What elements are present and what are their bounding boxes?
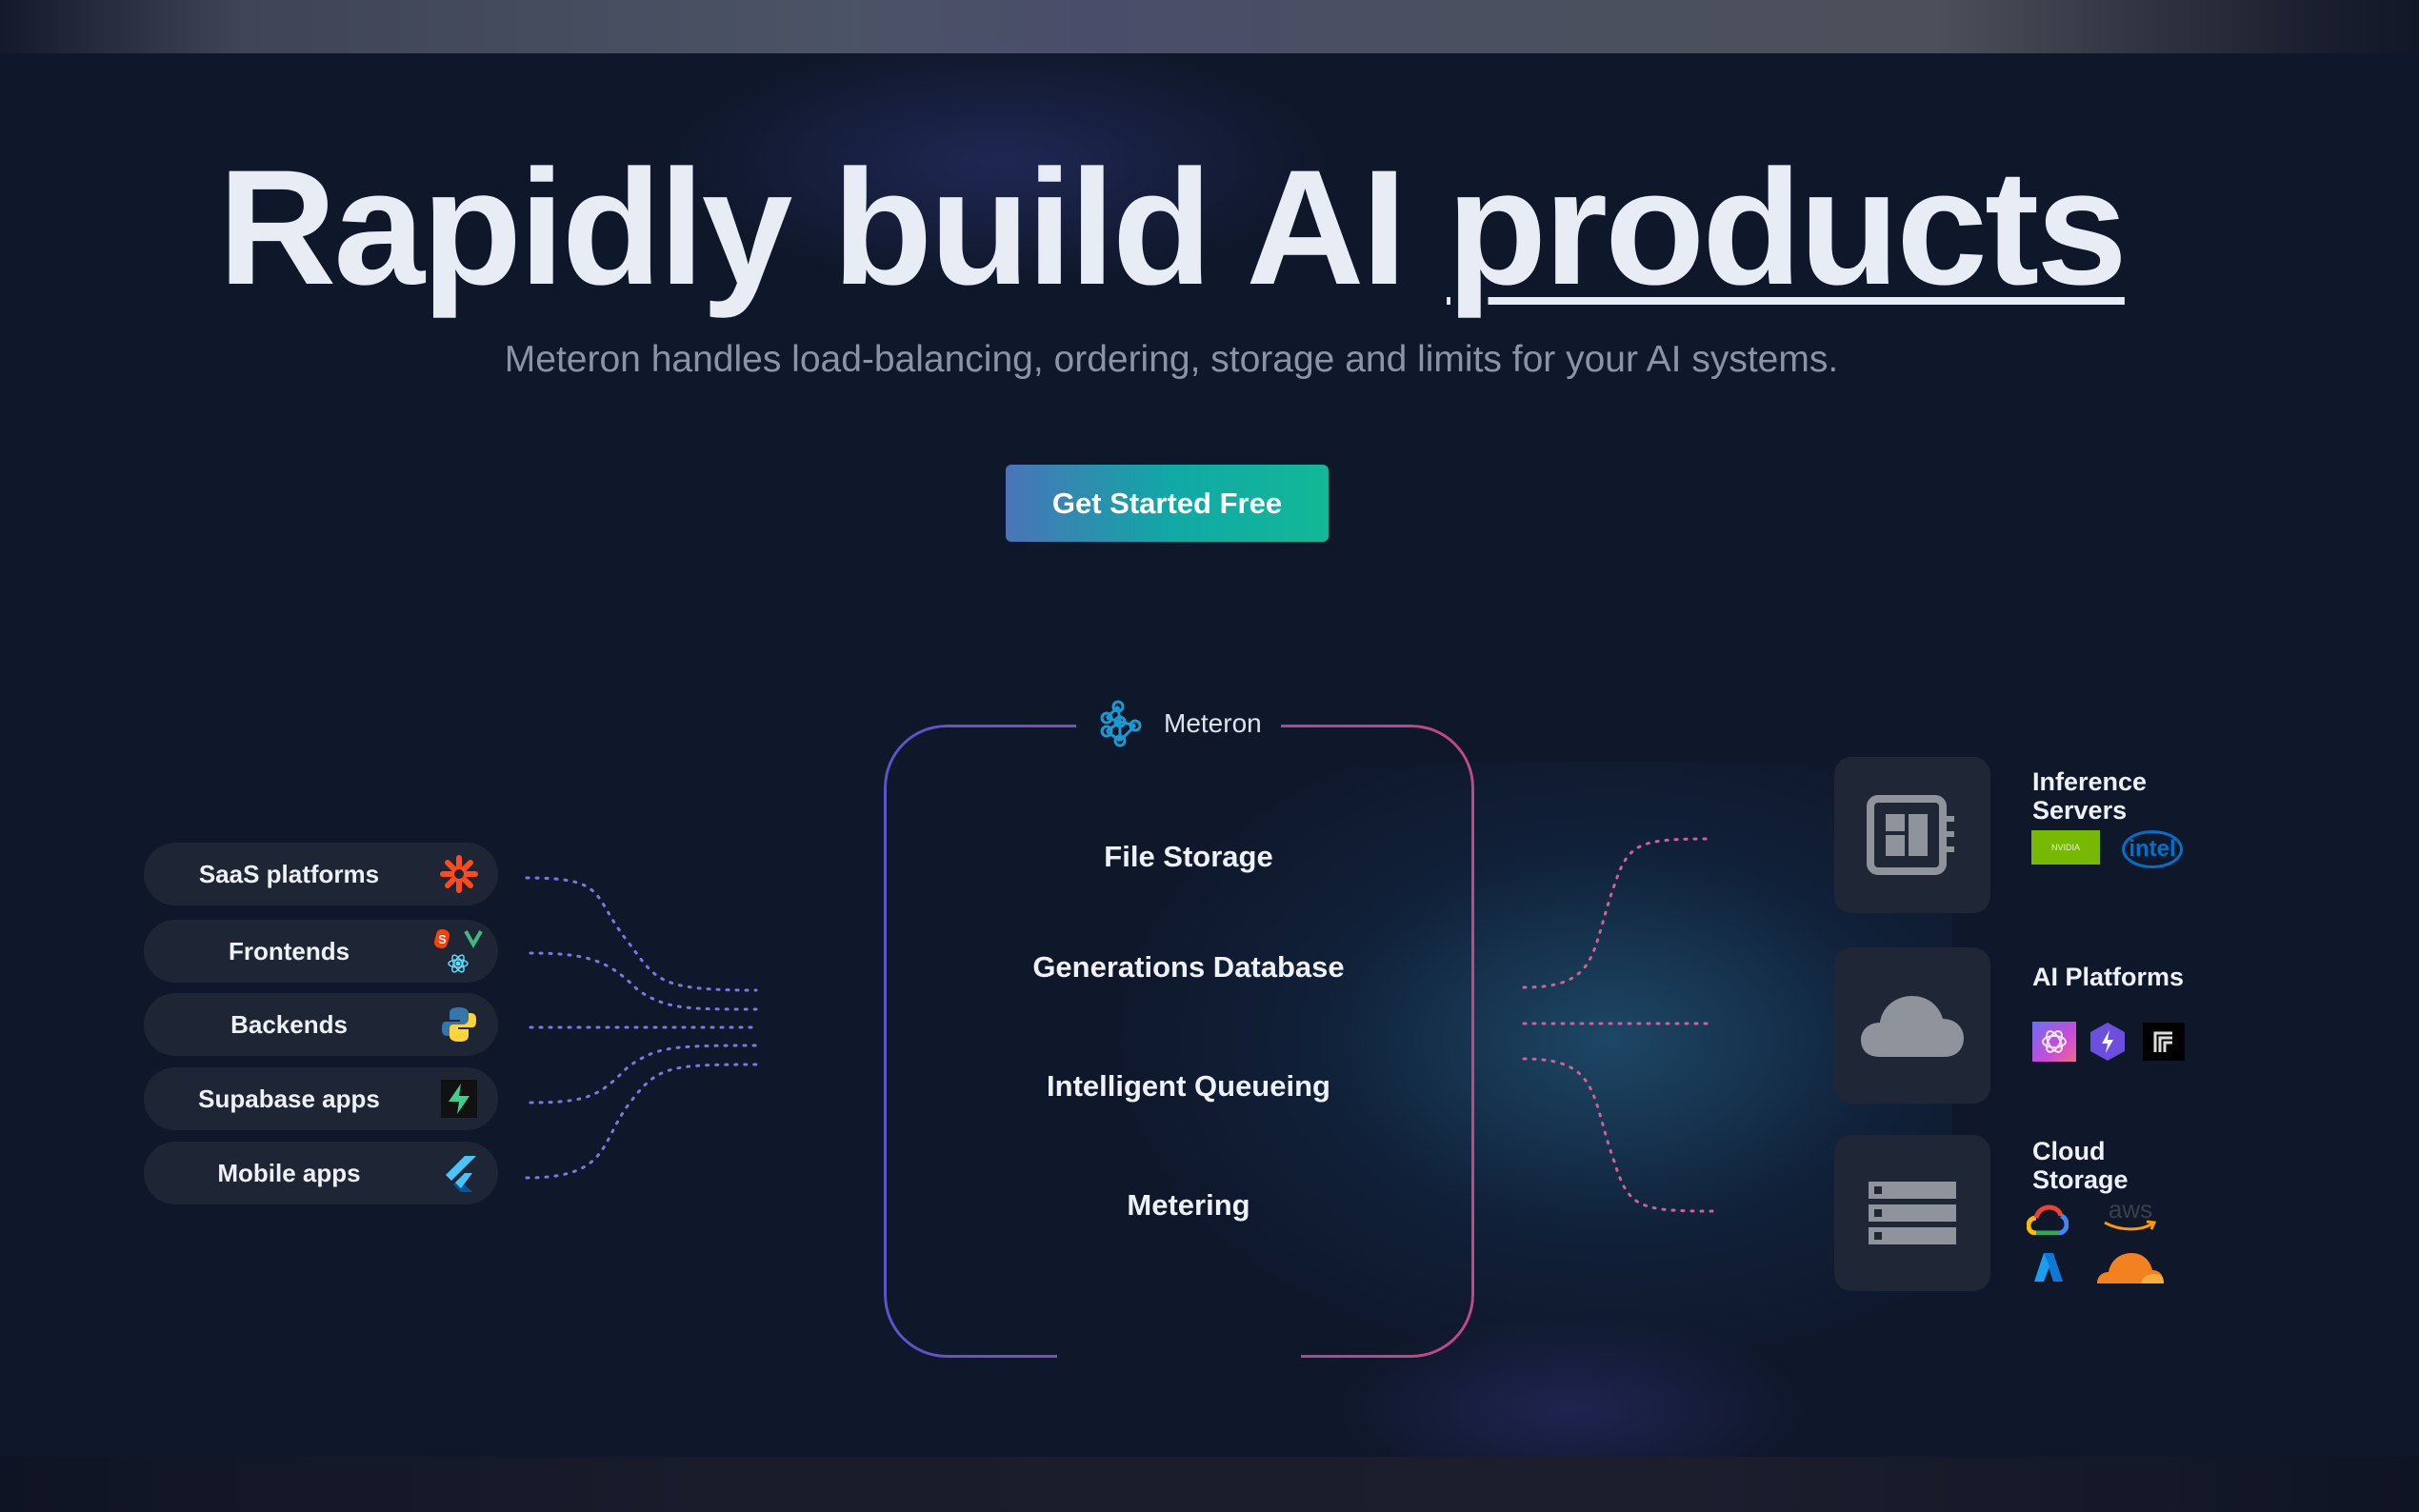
stability-logo	[2088, 1021, 2128, 1063]
border-gap	[1057, 1350, 1301, 1363]
hero-subtitle: Meteron handles load-balancing, ordering…	[504, 339, 1839, 380]
svelte-icon: S	[433, 928, 450, 949]
connector-inference	[1522, 837, 1714, 989]
intel-logo: intel	[2122, 830, 2183, 868]
feature-metering: Metering	[1127, 1188, 1250, 1222]
meteron-brand: Meteron	[1095, 699, 1262, 748]
target-label-ai-platforms: AI Platforms	[2032, 963, 2185, 991]
hero-title: Rapidly build AI products	[0, 133, 2343, 322]
source-label: Frontends	[228, 936, 350, 965]
source-label: Backends	[230, 1009, 348, 1039]
meteron-brand-label: Meteron	[1164, 708, 1262, 738]
meteron-core-box	[884, 725, 1474, 1358]
cloud-storage-box	[1834, 1135, 1990, 1291]
meteron-logo-icon	[1100, 700, 1142, 747]
feature-generations-database: Generations Database	[1032, 950, 1345, 984]
source-supabase-apps: Supabase apps	[144, 1067, 498, 1130]
inference-servers-box	[1834, 757, 1990, 913]
replicate-logo	[2143, 1023, 2185, 1061]
source-label: Mobile apps	[217, 1158, 361, 1187]
svg-text:S: S	[438, 932, 447, 946]
openai-logo	[2032, 1022, 2076, 1062]
supabase-icon	[437, 1077, 481, 1121]
browser-top-bar	[0, 0, 2419, 53]
source-frontends: Frontends S	[144, 920, 498, 983]
connector-mobile	[525, 1063, 758, 1180]
frontend-icons: S	[431, 928, 489, 973]
connector-saas	[525, 876, 758, 992]
google-cloud-logo	[2027, 1204, 2069, 1235]
python-icon	[437, 1003, 481, 1046]
zapier-icon	[437, 852, 481, 896]
hero-title-text: Rapidly build AI	[218, 136, 1448, 319]
nvidia-logo: NVIDIA	[2031, 830, 2100, 865]
source-saas-platforms: SaaS platforms	[144, 843, 498, 905]
hero-title-highlight: products	[1447, 136, 2128, 319]
react-icon	[448, 954, 469, 973]
vue-icon	[464, 930, 483, 949]
source-label: SaaS platforms	[198, 859, 380, 888]
feature-file-storage: File Storage	[1104, 840, 1273, 873]
aws-logo-text: aws	[2108, 1195, 2153, 1224]
background-glow	[667, 38, 1333, 286]
intel-logo-text: intel	[2129, 836, 2176, 862]
nvidia-logo-text: NVIDIA	[2050, 843, 2080, 852]
source-label: Supabase apps	[198, 1084, 380, 1113]
azure-logo	[2032, 1251, 2065, 1283]
connector-supabase	[529, 1044, 758, 1104]
source-backends: Backends	[144, 993, 498, 1056]
server-icon	[1869, 1182, 1956, 1244]
cloudflare-logo	[2093, 1247, 2166, 1285]
connector-cloud-storage	[1522, 1057, 1714, 1213]
source-mobile-apps: Mobile apps	[144, 1142, 498, 1204]
target-label-inference-servers: Inference Servers	[2032, 767, 2148, 825]
aws-logo: aws	[2100, 1196, 2161, 1234]
cloud-icon	[1861, 996, 1964, 1057]
ai-platforms-box	[1834, 947, 1990, 1104]
chip-icon	[1867, 795, 1954, 875]
feature-intelligent-queueing: Intelligent Queueing	[1047, 1069, 1330, 1103]
browser-bottom-bar	[0, 1457, 2419, 1512]
get-started-button[interactable]: Get Started Free	[1006, 465, 1329, 542]
target-label-cloud-storage: Cloud Storage	[2032, 1137, 2129, 1194]
flutter-icon	[437, 1151, 481, 1195]
